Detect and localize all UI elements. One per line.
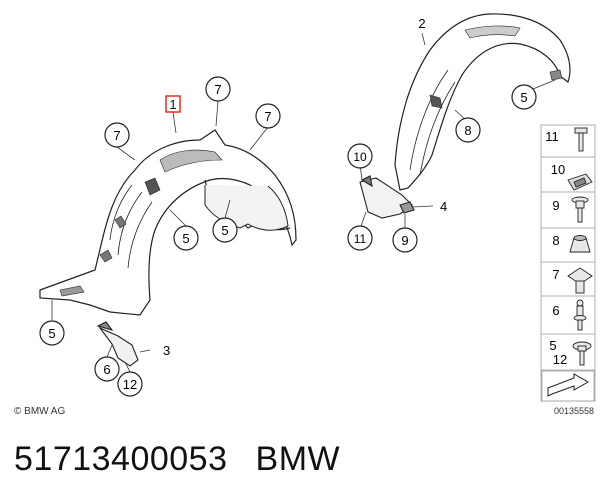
svg-text:7: 7: [264, 109, 271, 124]
legend-label-8: 8: [552, 233, 559, 248]
svg-text:11: 11: [354, 232, 367, 246]
part-number: 51713400053: [14, 440, 228, 478]
callout-10: 10: [347, 143, 373, 169]
callout-2: 2: [418, 16, 425, 31]
callout-8: 8: [455, 117, 481, 143]
callout-5d: 5: [511, 84, 537, 110]
leader-lines: [51, 32, 556, 373]
callout-7a: 7: [205, 76, 231, 102]
svg-text:5: 5: [182, 231, 189, 246]
svg-text:2: 2: [418, 16, 425, 31]
screw-icon: [571, 196, 589, 223]
svg-text:4: 4: [440, 199, 447, 214]
svg-text:9: 9: [401, 233, 408, 248]
svg-text:5: 5: [48, 326, 55, 341]
svg-text:7: 7: [113, 128, 120, 143]
part-caption: 51713400053 BMW: [14, 440, 368, 479]
parts-diagram: 1 7 7 7 5 5 5 6 12 3 2 8: [14, 13, 596, 417]
drawing-number: 00135558: [554, 406, 594, 416]
direction-arrow-icon: [541, 370, 595, 402]
legend-label-6: 6: [552, 303, 559, 318]
bracket-part-4: [359, 175, 415, 219]
nut-icon: [569, 235, 591, 253]
svg-text:12: 12: [123, 377, 137, 392]
callout-7b: 7: [255, 103, 281, 129]
clip-nut-icon: [567, 173, 593, 191]
legend-label-5: 5: [549, 338, 556, 353]
callout-12: 12: [117, 371, 143, 397]
svg-text:10: 10: [353, 150, 367, 164]
callout-6: 6: [94, 356, 120, 382]
bolt-icon: [574, 127, 588, 152]
svg-text:8: 8: [464, 123, 471, 138]
wheel-liner-rear: [394, 13, 571, 191]
legend-label-11: 11: [545, 129, 559, 144]
svg-text:3: 3: [163, 343, 170, 358]
callout-11: 11: [347, 225, 373, 251]
callout-4: 4: [440, 199, 447, 214]
callout-1: 1: [165, 95, 181, 113]
legend-label-10: 10: [551, 162, 565, 177]
legend-label-7: 7: [552, 267, 559, 282]
callout-5c: 5: [39, 320, 65, 346]
brand-name: BMW: [255, 440, 341, 478]
svg-text:5: 5: [520, 90, 527, 105]
callout-9: 9: [392, 227, 418, 253]
callout-1-label: 1: [169, 97, 176, 112]
copyright-text: © BMW AG: [14, 406, 65, 417]
callout-7c: 7: [104, 122, 130, 148]
bracket-part-3: [96, 321, 139, 367]
callout-5a: 5: [173, 225, 199, 251]
wheel-liner-front: [39, 129, 297, 316]
svg-text:5: 5: [221, 223, 228, 238]
svg-text:7: 7: [214, 82, 221, 97]
svg-text:6: 6: [103, 362, 110, 377]
legend-label-9: 9: [552, 198, 559, 213]
callout-5b: 5: [212, 217, 238, 243]
callout-3: 3: [163, 343, 170, 358]
washer-screw-icon: [572, 341, 592, 366]
expanding-rivet-icon: [567, 267, 593, 294]
legend-label-12: 12: [553, 352, 567, 367]
rivet-icon: [573, 299, 587, 331]
fastener-legend: 11 10 9 8 7 6: [540, 124, 596, 402]
